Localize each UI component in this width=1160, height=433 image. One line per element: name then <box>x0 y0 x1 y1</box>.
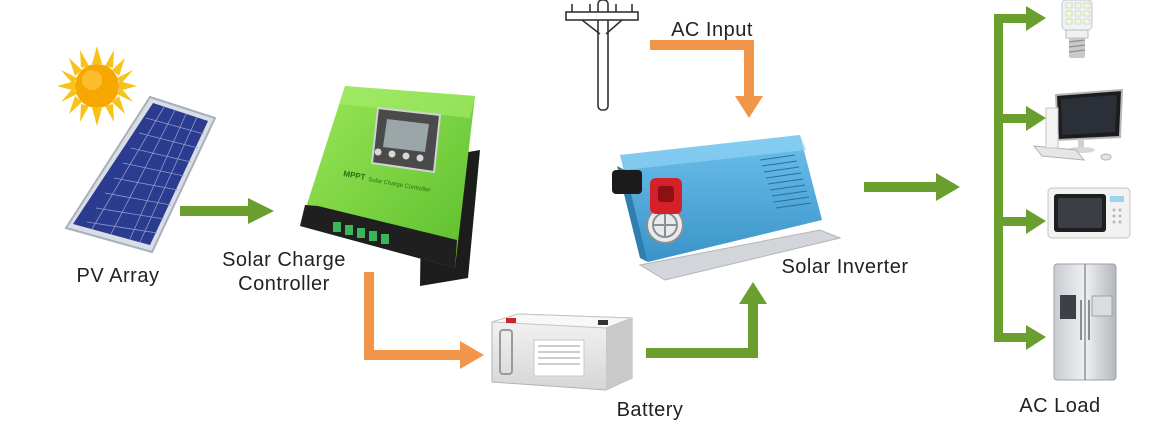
arrow-ac-input-to-inverter <box>650 40 763 118</box>
charge-controller-device: MPPT Solar Charge Controller <box>300 86 480 286</box>
arrow-battery-to-inverter <box>646 282 767 358</box>
microwave-icon <box>1047 187 1131 239</box>
utility-pole-icon <box>565 0 639 111</box>
controller-terminals <box>333 222 389 244</box>
solar-inverter-device <box>612 135 842 281</box>
solar-inverter-label: Solar Inverter <box>781 256 909 278</box>
solar-panel-icon <box>64 95 217 254</box>
battery-label: Battery <box>616 399 684 421</box>
charge-controller-label-line2: Controller <box>238 273 330 295</box>
arrow-controller-to-battery <box>364 272 484 369</box>
ac-input-label: AC Input <box>671 19 753 41</box>
refrigerator-icon <box>1053 263 1117 381</box>
computer-icon <box>1032 88 1124 161</box>
ac-load-distribution-arrows <box>994 6 1046 350</box>
charge-controller-label-line1: Solar Charge <box>222 249 346 271</box>
controller-brand-text: MPPT <box>343 169 367 182</box>
battery-device <box>491 313 633 391</box>
ac-load-label: AC Load <box>1019 395 1101 417</box>
sun-icon <box>57 46 137 126</box>
light-bulb-icon <box>1061 0 1093 58</box>
arrow-inverter-to-ac-load <box>864 173 960 201</box>
pv-array-label: PV Array <box>76 265 160 287</box>
arrow-pv-to-controller <box>180 198 274 224</box>
